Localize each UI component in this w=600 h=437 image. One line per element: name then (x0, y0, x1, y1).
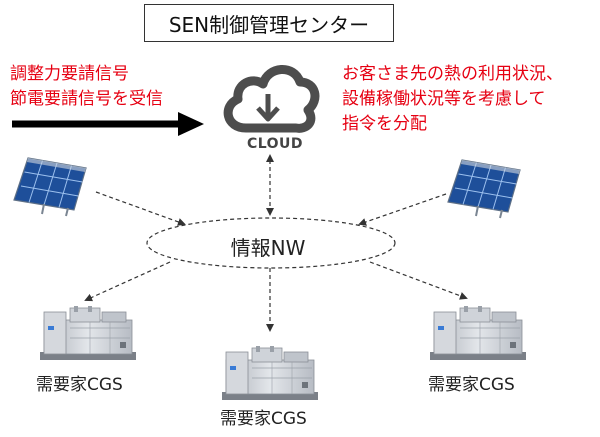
cgs-label-left: 需要家CGS (36, 375, 123, 395)
dispatch-line-2: 設備稼働状況等を考慮して (342, 89, 546, 109)
cloud-download-icon (223, 65, 320, 133)
incoming-signal-line-1: 調整力要請信号 (10, 64, 129, 84)
dispatch-message: お客さま先の熱の利用状況、 設備稼働状況等を考慮して 指令を分配 (342, 62, 563, 137)
cgs-unit-icon-center (221, 345, 319, 401)
control-center-title: SEN制御管理センター (144, 4, 394, 42)
cgs-unit-icon-left (39, 305, 137, 361)
network-label: 情報NW (230, 236, 306, 260)
cloud-label: CLOUD (246, 136, 304, 152)
cgs-left-link (84, 261, 171, 302)
solar-panel-icon-right (447, 159, 521, 219)
network-ellipse (146, 217, 396, 269)
incoming-signal-line-2: 節電要請信号を受信 (10, 89, 163, 109)
dispatch-line-1: お客さま先の熱の利用状況、 (342, 64, 563, 84)
cgs-label-center: 需要家CGS (220, 409, 307, 429)
incoming-signal-arrowhead (178, 112, 204, 136)
dispatch-line-3: 指令を分配 (342, 114, 427, 134)
solar-right-link (358, 193, 447, 226)
cgs-label-right: 需要家CGS (428, 375, 515, 395)
incoming-signal-message: 調整力要請信号 節電要請信号を受信 (10, 62, 163, 112)
cgs-unit-icon-right (429, 305, 527, 361)
cgs-right-link (369, 261, 468, 300)
solar-panel-icon-left (13, 157, 87, 217)
solar-left-link (95, 191, 186, 226)
